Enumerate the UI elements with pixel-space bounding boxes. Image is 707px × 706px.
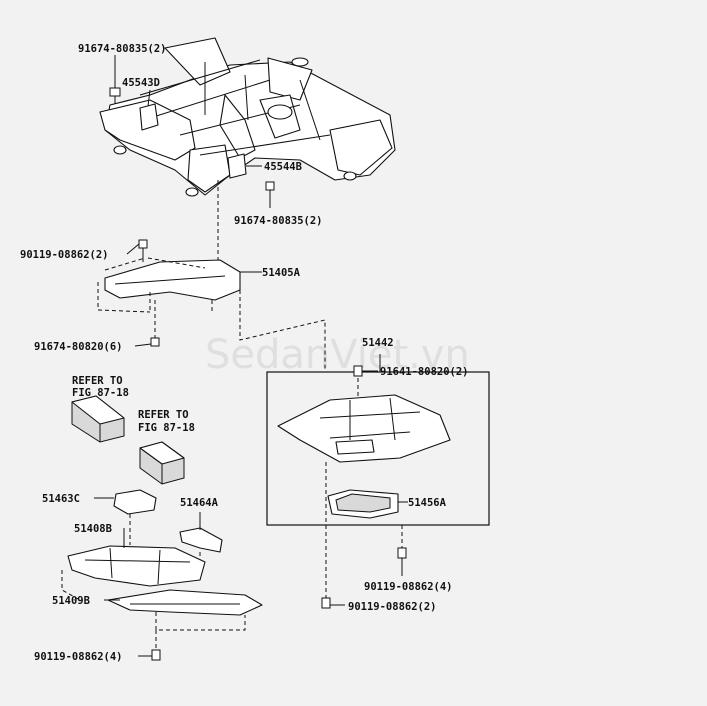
frame-assembly xyxy=(99,37,396,197)
label-51456a: 51456A xyxy=(408,497,447,509)
cover-51409b xyxy=(104,589,263,631)
bolt-91674-80835-top xyxy=(109,55,121,104)
assembly-box-51442 xyxy=(266,371,490,526)
bolt-91674-80820 xyxy=(134,300,160,347)
label-51405a: 51405A xyxy=(262,267,301,279)
bolt-90119-08862-top xyxy=(126,239,148,262)
bolt-90119-08862-bottom xyxy=(321,462,345,609)
cover-51408b xyxy=(61,528,206,601)
label-45543d: 45543D xyxy=(122,77,160,89)
cover-51405a xyxy=(97,257,326,372)
refer-2-line-2: FIG 87-18 xyxy=(138,422,195,434)
refer-2-line-1: REFER TO xyxy=(138,409,189,421)
bracket-45544b xyxy=(227,153,262,179)
label-51408b: 51408B xyxy=(74,523,112,535)
refer-block-1 xyxy=(71,395,125,443)
label-51463c: 51463C xyxy=(42,493,80,505)
pad-51456a xyxy=(327,489,408,519)
refer-1-line-1: REFER TO xyxy=(72,375,123,387)
refer-block-2 xyxy=(139,441,185,485)
bolt-91674-80835-bottom xyxy=(265,181,275,208)
label-51464a: 51464A xyxy=(180,497,219,509)
label-91674-80835-top: 91674-80835(2) xyxy=(78,43,167,55)
label-51409b: 51409B xyxy=(52,595,90,607)
label-91674-80820: 91674-80820(6) xyxy=(34,341,123,353)
bolt-90119-08862-left xyxy=(138,630,161,661)
label-45544b: 45544B xyxy=(264,161,302,173)
label-90119-08862-bottom: 90119-08862(2) xyxy=(348,601,437,613)
label-90119-08862-left: 90119-08862(4) xyxy=(34,651,123,663)
bolt-91641-80820 xyxy=(353,365,378,377)
label-51442: 51442 xyxy=(362,337,394,349)
cover-51463c xyxy=(94,489,157,545)
label-91641-80820: 91641-80820(2) xyxy=(380,366,469,378)
label-90119-08862-top: 90119-08862(2) xyxy=(20,249,109,261)
bolt-90119-08862-right xyxy=(397,525,407,576)
bracket-45543d xyxy=(139,89,159,131)
cover-51442 xyxy=(277,378,451,463)
refer-1-line-2: FIG 87-18 xyxy=(72,387,129,399)
label-90119-08862-right: 90119-08862(4) xyxy=(364,581,453,593)
watermark: SedanViet.vn xyxy=(205,332,470,378)
label-91674-80835-bottom: 91674-80835(2) xyxy=(234,215,323,227)
